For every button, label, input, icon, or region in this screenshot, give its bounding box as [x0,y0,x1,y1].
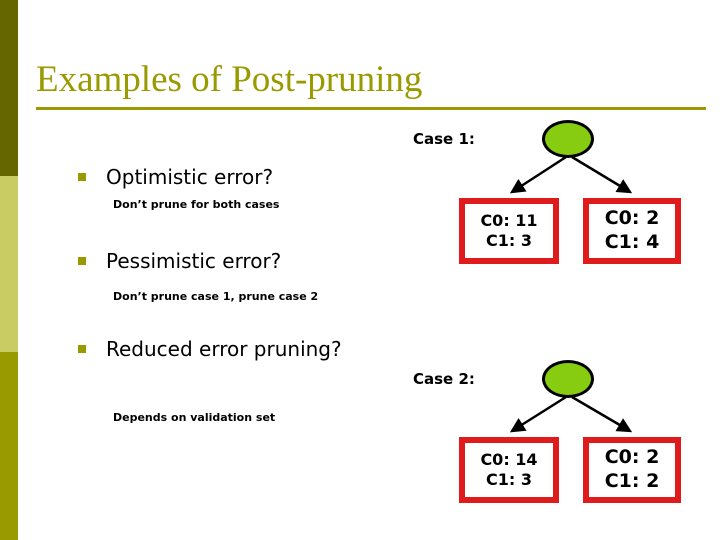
slide-title: Examples of Post-pruning [36,59,423,100]
leaf-line-c1: C1: 3 [486,470,532,489]
square-bullet-icon [78,345,86,353]
bullet-item-reduced-error-pruning: Reduced error pruning? [78,337,342,361]
leaf-line-c0: C0: 11 [480,211,538,230]
case-2-label: Case 2: [413,370,475,388]
title-divider [36,107,706,110]
sidebar-band-top [0,0,18,176]
leaf-line-c0: C0: 2 [604,207,660,230]
case-1-leaf-right[interactable]: C0: 2 C1: 4 [583,198,681,264]
bullet-label: Pessimistic error? [106,249,282,273]
sidebar-band-bottom [0,352,18,540]
tree1-edge-right [571,155,633,194]
square-bullet-icon [78,173,86,181]
bullet-label: Optimistic error? [106,165,274,189]
bullet-item-optimistic-error: Optimistic error? [78,165,273,189]
leaf-line-c1: C1: 4 [604,231,660,253]
case-1-root-node[interactable] [542,120,594,158]
case-2-leaf-left[interactable]: C0: 14 C1: 3 [459,437,559,503]
case-1-leaf-left[interactable]: C0: 11 C1: 3 [459,198,559,264]
case-2-root-node[interactable] [542,360,594,398]
bullet-note-pessimistic-error: Don’t prune case 1, prune case 2 [113,290,319,303]
bullet-item-pessimistic-error: Pessimistic error? [78,249,281,273]
square-bullet-icon [78,257,86,265]
leaf-line-c0: C0: 2 [604,446,660,469]
leaf-line-c1: C1: 2 [604,470,660,492]
tree2-edge-left [509,395,567,433]
tree1-edge-left [509,155,567,194]
tree2-edge-right [571,395,633,433]
sidebar-band-middle [0,176,18,352]
bullet-label: Reduced error pruning? [106,337,342,361]
bullet-note-reduced-error-pruning: Depends on validation set [113,411,276,424]
leaf-line-c0: C0: 14 [480,450,538,469]
case-2-leaf-right[interactable]: C0: 2 C1: 2 [583,437,681,503]
case-1-label: Case 1: [413,130,475,148]
leaf-line-c1: C1: 3 [486,231,532,250]
bullet-note-optimistic-error: Don’t prune for both cases [113,198,280,211]
